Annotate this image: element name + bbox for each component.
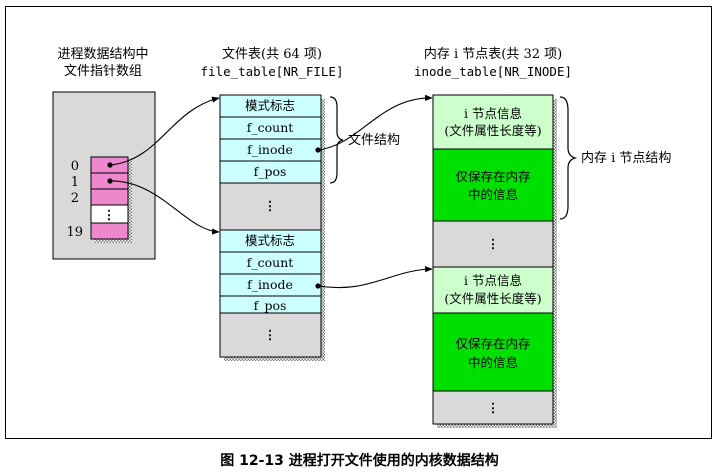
- fd-slot-2: [90, 188, 129, 206]
- inode-table-title-2: inode_table[NR_INODE]: [414, 64, 572, 79]
- inode-2-info-line2: (文件属性长度等): [444, 291, 541, 306]
- file-table-title-1: 文件表(共 64 项): [222, 47, 322, 62]
- file-entry-1-inode: f_inode: [247, 142, 293, 157]
- arrow-file1-to-inode1: [317, 94, 433, 151]
- arrow-fd0-to-file1: [109, 96, 220, 166]
- inode-gap-2: [432, 390, 554, 425]
- file-structure-brace: [329, 96, 344, 184]
- inode-gap-1: [432, 220, 554, 268]
- inode-ellipsis-1: ⋮: [487, 236, 500, 251]
- inode-1-info-line1: i 节点信息: [464, 106, 522, 121]
- arrow-file2-to-inode2: [317, 266, 433, 289]
- file-entry-1-mode: 模式标志: [245, 98, 295, 113]
- arrow-fd1-to-file2: [109, 180, 220, 235]
- file-entry-2-mode: 模式标志: [245, 233, 295, 248]
- fd-slot-19: [90, 222, 129, 240]
- fd-array-title-2: 文件指针数组: [64, 64, 142, 79]
- fd-index-0: 0: [71, 159, 79, 174]
- file-gap-2: [219, 312, 322, 358]
- figure-caption: 图 12-13 进程打开文件使用的内核数据结构: [220, 453, 499, 469]
- inode-structure-brace: [559, 96, 578, 220]
- inode-2-info-line1: i 节点信息: [464, 273, 522, 288]
- inode-entry-2: i 节点信息 (文件属性长度等) 仅保存在内存 中的信息: [432, 266, 554, 392]
- fd-array-title-1: 进程数据结构中: [57, 47, 148, 62]
- file-entry-1: 模式标志 f_count f_inode f_pos: [219, 94, 322, 184]
- fd-index-2: 2: [71, 191, 79, 206]
- file-entry-2-pos: f_pos: [254, 298, 287, 313]
- figure-frame: [5, 6, 712, 439]
- inode-table-title-1: 内存 i 节点表(共 32 项): [424, 46, 562, 62]
- inode-1-mem-line1: 仅保存在内存: [455, 169, 530, 184]
- fd-index-19: 19: [66, 225, 83, 240]
- file-structure-label: 文件结构: [348, 133, 400, 148]
- file-ellipsis-1: ⋮: [264, 198, 277, 213]
- inode-entry-1: i 节点信息 (文件属性长度等) 仅保存在内存 中的信息: [432, 94, 554, 222]
- inode-structure-label: 内存 i 节点结构: [581, 150, 671, 166]
- inode-2-mem-line1: 仅保存在内存: [455, 336, 530, 351]
- inode-1-info-line2: (文件属性长度等): [444, 123, 541, 138]
- file-entry-2-count: f_count: [247, 255, 294, 270]
- file-entry-2: 模式标志 f_count f_inode f_pos: [219, 229, 322, 314]
- file-table-title-2: file_table[NR_FILE]: [201, 64, 344, 79]
- file-entry-1-count: f_count: [247, 120, 294, 135]
- file-gap-1: [219, 182, 322, 231]
- file-entry-1-pos: f_pos: [254, 164, 287, 179]
- inode-1-mem-line2: 中的信息: [468, 187, 518, 202]
- inode-ellipsis-2: ⋮: [487, 400, 500, 415]
- file-entry-2-inode: f_inode: [247, 277, 293, 292]
- file-ellipsis-2: ⋮: [264, 327, 277, 342]
- fd-index-1: 1: [71, 175, 79, 190]
- fd-ellipsis: ⋮: [103, 207, 116, 222]
- inode-2-mem-line2: 中的信息: [468, 355, 518, 370]
